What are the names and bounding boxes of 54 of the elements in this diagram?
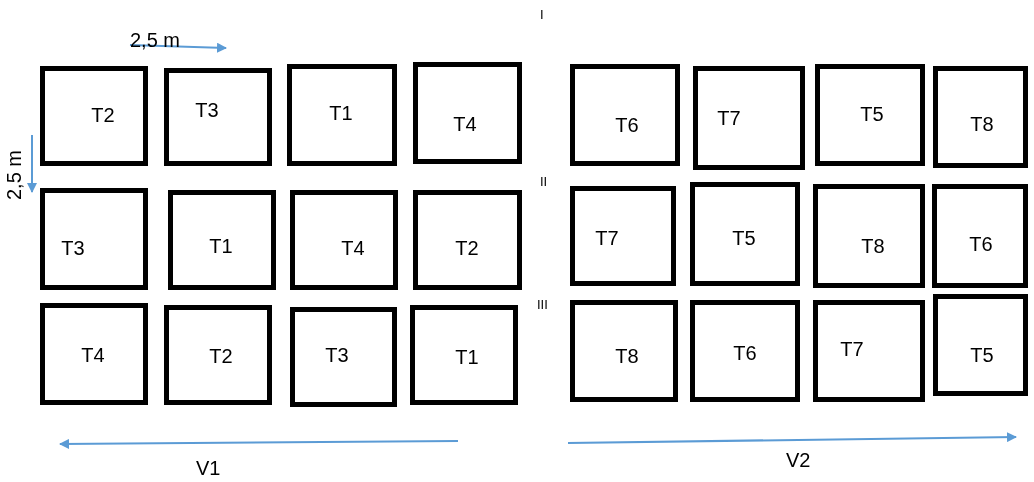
treatment-label: T4 [453, 114, 477, 134]
plot-square [164, 305, 272, 405]
plot-square [690, 300, 800, 402]
treatment-label: T7 [717, 108, 741, 128]
treatment-label: T2 [455, 238, 479, 258]
treatment-label: T1 [329, 103, 353, 123]
treatment-label: T4 [341, 238, 365, 258]
block-numeral: I [540, 8, 544, 21]
treatment-label: T3 [195, 100, 219, 120]
plot-square [933, 294, 1028, 396]
plot-square [40, 66, 148, 166]
plot-square [815, 64, 925, 166]
treatment-label: T1 [455, 347, 479, 367]
treatment-label: T2 [209, 346, 233, 366]
treatment-label: T5 [970, 345, 994, 365]
plot-square [164, 68, 272, 166]
plot-square [287, 64, 397, 166]
plot-square [40, 188, 148, 290]
plot-square [410, 305, 518, 405]
treatment-label: T8 [970, 114, 994, 134]
plot-square [413, 62, 522, 164]
plot-square [168, 190, 276, 290]
plot-square [813, 184, 925, 288]
treatment-label: T8 [615, 346, 639, 366]
treatment-label: T5 [860, 104, 884, 124]
treatment-label: T4 [81, 345, 105, 365]
treatment-label: T3 [61, 238, 85, 258]
treatment-label: T3 [325, 345, 349, 365]
variety-label: V2 [786, 450, 811, 470]
plot-square [933, 66, 1028, 168]
plot-square [413, 190, 522, 290]
block-numeral: II [540, 175, 548, 188]
treatment-label: T5 [732, 228, 756, 248]
plot-square [932, 184, 1028, 288]
dimension-label: 2,5 m [4, 149, 24, 200]
plot-square [693, 66, 805, 170]
block-numeral: III [537, 298, 548, 311]
treatment-label: T6 [969, 234, 993, 254]
treatment-label: T6 [615, 115, 639, 135]
plot-square [290, 307, 397, 407]
plot-square [570, 186, 676, 286]
treatment-label: T1 [209, 236, 233, 256]
treatment-label: T7 [840, 339, 864, 359]
variety-label: V1 [196, 458, 221, 478]
treatment-label: T8 [861, 236, 885, 256]
treatment-label: T7 [595, 228, 619, 248]
plot-square [813, 300, 925, 402]
plot-square [570, 64, 680, 166]
plot-square [570, 300, 678, 402]
plot-square [290, 190, 398, 290]
plot-square [40, 303, 148, 405]
treatment-label: T6 [733, 343, 757, 363]
plot-square [690, 182, 800, 286]
treatment-label: T2 [91, 105, 115, 125]
